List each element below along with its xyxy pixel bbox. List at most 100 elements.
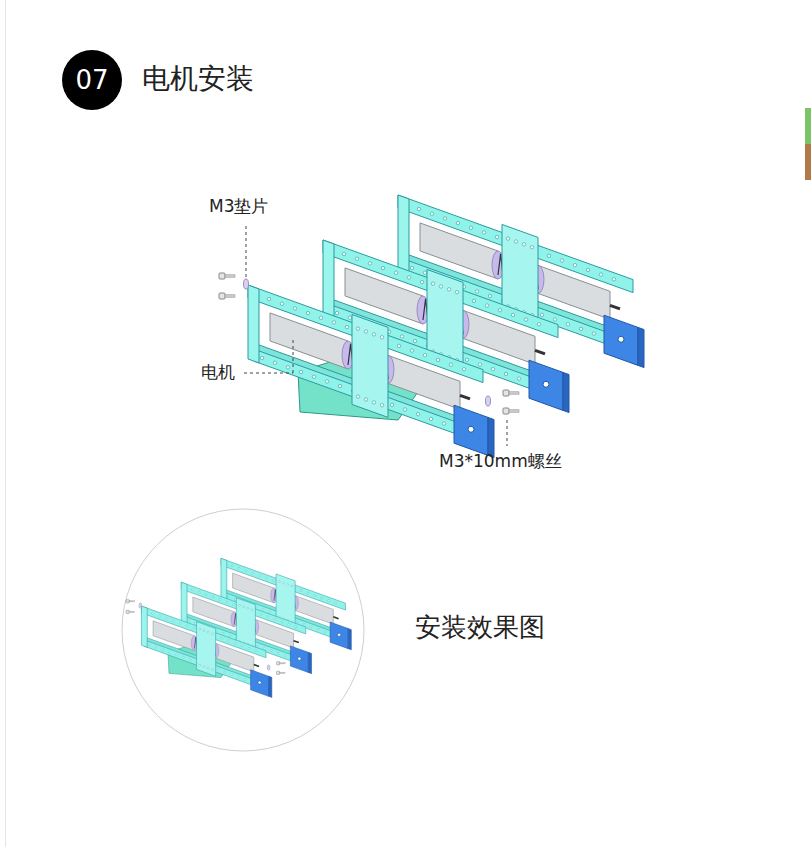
leader-line bbox=[244, 373, 293, 374]
mount-hole bbox=[416, 413, 419, 416]
mount-hole bbox=[439, 285, 442, 288]
mount-hole bbox=[430, 212, 433, 215]
inset-circle bbox=[122, 509, 364, 751]
mount-hole bbox=[423, 271, 426, 274]
mount-hole bbox=[355, 257, 358, 260]
mount-hole bbox=[325, 380, 328, 383]
mount-hole bbox=[332, 321, 335, 324]
screw-thread bbox=[509, 392, 519, 394]
motor-shaft bbox=[535, 350, 545, 354]
mount-hole bbox=[380, 336, 383, 339]
leader-line bbox=[246, 226, 247, 277]
mount-hole bbox=[413, 339, 416, 342]
mount-hole bbox=[537, 323, 540, 326]
mount-hole bbox=[429, 417, 432, 420]
mount-hole bbox=[338, 384, 341, 387]
mount-hole bbox=[482, 231, 485, 234]
mount-hole bbox=[280, 302, 283, 305]
result-caption: 安装效果图 bbox=[415, 612, 545, 643]
mount-hole bbox=[345, 325, 348, 328]
motor-shaft bbox=[460, 395, 470, 399]
step-title: 电机安装 bbox=[142, 62, 254, 96]
servo-block bbox=[454, 405, 488, 455]
servo-side bbox=[638, 327, 644, 367]
mount-hole bbox=[517, 377, 520, 380]
servo-block bbox=[604, 315, 638, 365]
mount-hole bbox=[456, 221, 459, 224]
end-plate bbox=[323, 240, 334, 318]
mount-hole bbox=[403, 408, 406, 411]
mount-hole bbox=[443, 217, 446, 220]
mount-hole bbox=[560, 259, 563, 262]
mount-hole bbox=[462, 368, 465, 371]
end-plate bbox=[398, 195, 409, 273]
mount-hole bbox=[364, 398, 367, 401]
mount-hole bbox=[400, 335, 403, 338]
mount-hole bbox=[566, 323, 569, 326]
mount-hole bbox=[372, 401, 375, 404]
mount-hole bbox=[455, 291, 458, 294]
mount-hole bbox=[293, 307, 296, 310]
screw-head bbox=[219, 273, 225, 279]
thumbnail-edge bbox=[805, 144, 811, 180]
servo-hole bbox=[543, 381, 549, 387]
screw-thread bbox=[225, 295, 235, 297]
servo-hole bbox=[468, 426, 474, 432]
mount-hole bbox=[465, 358, 468, 361]
thumbnail-edge bbox=[805, 108, 811, 144]
mount-hole bbox=[410, 349, 413, 352]
mount-hole bbox=[553, 318, 556, 321]
mount-hole bbox=[420, 280, 423, 283]
mount-hole bbox=[394, 271, 397, 274]
mount-hole bbox=[472, 299, 475, 302]
mount-hole bbox=[469, 226, 472, 229]
servo-hole bbox=[618, 336, 624, 342]
mount-hole bbox=[364, 330, 367, 333]
inset-illustration bbox=[126, 558, 351, 697]
mount-hole bbox=[449, 363, 452, 366]
mount-hole bbox=[579, 327, 582, 330]
mount-hole bbox=[368, 262, 371, 265]
servo-block bbox=[529, 360, 563, 410]
mount-hole bbox=[273, 361, 276, 364]
mount-hole bbox=[342, 252, 345, 255]
mount-hole bbox=[436, 358, 439, 361]
mount-hole bbox=[417, 207, 420, 210]
mount-hole bbox=[423, 354, 426, 357]
mount-hole bbox=[390, 403, 393, 406]
mount-hole bbox=[356, 395, 359, 398]
mount-hole bbox=[335, 311, 338, 314]
mount-hole bbox=[299, 370, 302, 373]
motor-shaft bbox=[610, 305, 620, 309]
mount-hole bbox=[372, 333, 375, 336]
mount-hole bbox=[511, 313, 514, 316]
mount-hole bbox=[260, 356, 263, 359]
mount-hole bbox=[312, 375, 315, 378]
screw-head bbox=[503, 408, 509, 414]
mount-hole bbox=[286, 366, 289, 369]
screw-head bbox=[503, 390, 509, 396]
screw-thread bbox=[225, 275, 235, 277]
mount-hole bbox=[573, 264, 576, 267]
mount-hole bbox=[447, 288, 450, 291]
mount-hole bbox=[547, 254, 550, 257]
step-badge: 07 bbox=[62, 50, 122, 110]
mount-hole bbox=[475, 290, 478, 293]
screw-thread bbox=[509, 410, 519, 412]
mount-hole bbox=[524, 318, 527, 321]
leader-line bbox=[293, 340, 294, 373]
servo-side bbox=[563, 372, 569, 412]
mount-hole bbox=[267, 297, 270, 300]
end-plate bbox=[248, 285, 259, 363]
mount-hole bbox=[504, 372, 507, 375]
part-label: M3垫片 bbox=[209, 196, 268, 216]
mount-hole bbox=[431, 282, 434, 285]
washer bbox=[486, 396, 491, 406]
mount-hole bbox=[478, 363, 481, 366]
part-label: 电机 bbox=[201, 362, 235, 382]
washer bbox=[244, 279, 249, 289]
mount-hole bbox=[612, 278, 615, 281]
